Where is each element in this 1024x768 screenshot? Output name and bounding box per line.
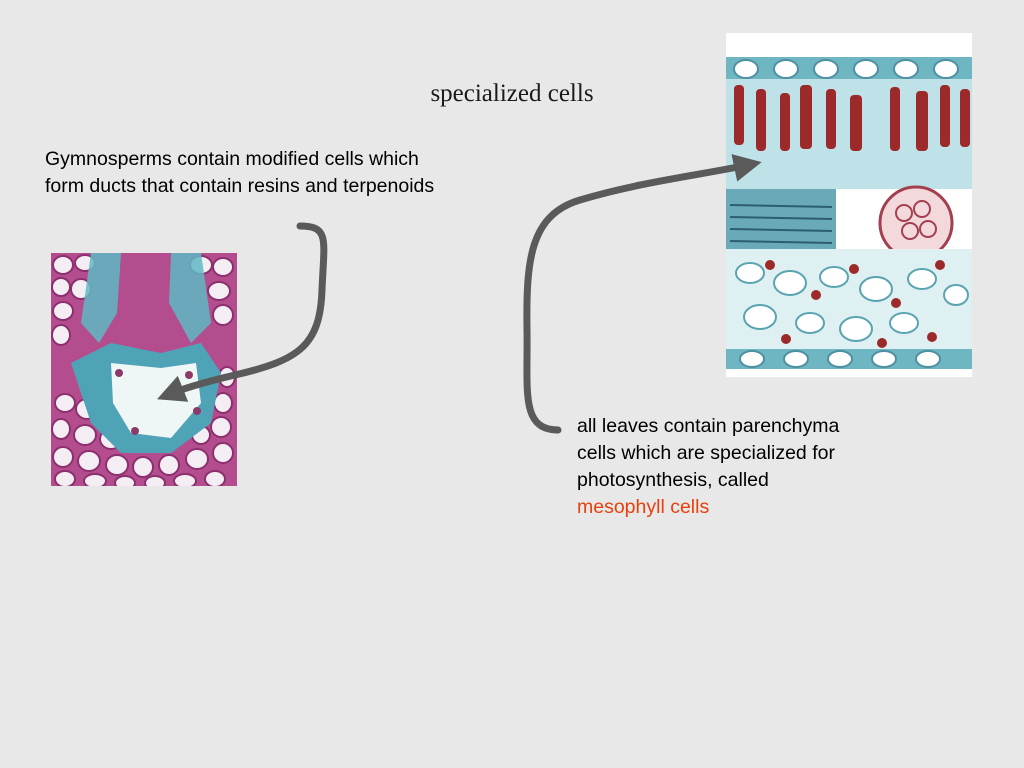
resin-duct-arrow [157, 222, 328, 402]
leaf-cross-section-micrograph [726, 33, 972, 377]
mesophyll-caption-text: all leaves contain parenchyma cells whic… [577, 415, 840, 491]
leaf-section-illustration [726, 33, 972, 377]
mesophyll-caption: all leaves contain parenchyma cells whic… [577, 413, 847, 521]
resin-duct-caption: Gymnosperms contain modified cells which… [45, 148, 435, 197]
resin-duct-illustration [51, 253, 237, 486]
slide-title: specialized cells [430, 80, 594, 107]
resin-duct-micrograph [51, 253, 237, 486]
mesophyll-highlight: mesophyll cells [577, 496, 710, 518]
mesophyll-arrow [523, 154, 762, 434]
